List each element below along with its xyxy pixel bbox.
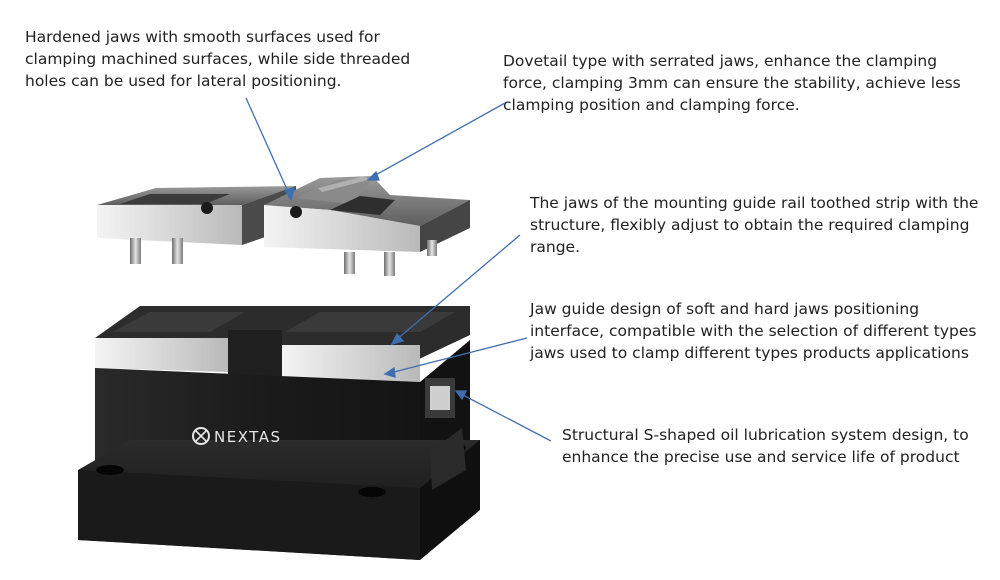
smooth-jaw — [97, 186, 298, 264]
leader-line-jaw-guide — [389, 337, 528, 374]
annotation-hardened-jaws: Hardened jaws with smooth surfaces used … — [25, 28, 411, 90]
leader-line-dovetail — [371, 102, 506, 178]
logo-text: NEXTAS — [214, 428, 282, 446]
arrowhead-dovetail — [366, 170, 380, 181]
nextas-logo: NEXTAS — [192, 427, 282, 446]
arrowhead-guide-rail — [390, 332, 405, 346]
arrowhead-hardened — [283, 187, 295, 202]
vise-body — [78, 306, 480, 560]
annotation-guide-rail: The jaws of the mounting guide rail toot… — [530, 194, 979, 256]
leader-lines — [245, 97, 552, 442]
annotation-dovetail-jaws: Dovetail type with serrated jaws, enhanc… — [503, 52, 961, 114]
arrowhead-jaw-guide — [383, 366, 396, 378]
annotation-jaw-guide: Jaw guide design of soft and hard jaws p… — [530, 300, 977, 362]
annotation-lubrication: Structural S-shaped oil lubrication syst… — [562, 426, 969, 466]
leader-line-guide-rail — [395, 234, 521, 341]
arrowhead-lubrication — [454, 390, 468, 401]
leader-line-hardened — [245, 97, 291, 197]
serrated-jaw — [264, 176, 470, 276]
leader-line-lubrication — [460, 393, 552, 442]
